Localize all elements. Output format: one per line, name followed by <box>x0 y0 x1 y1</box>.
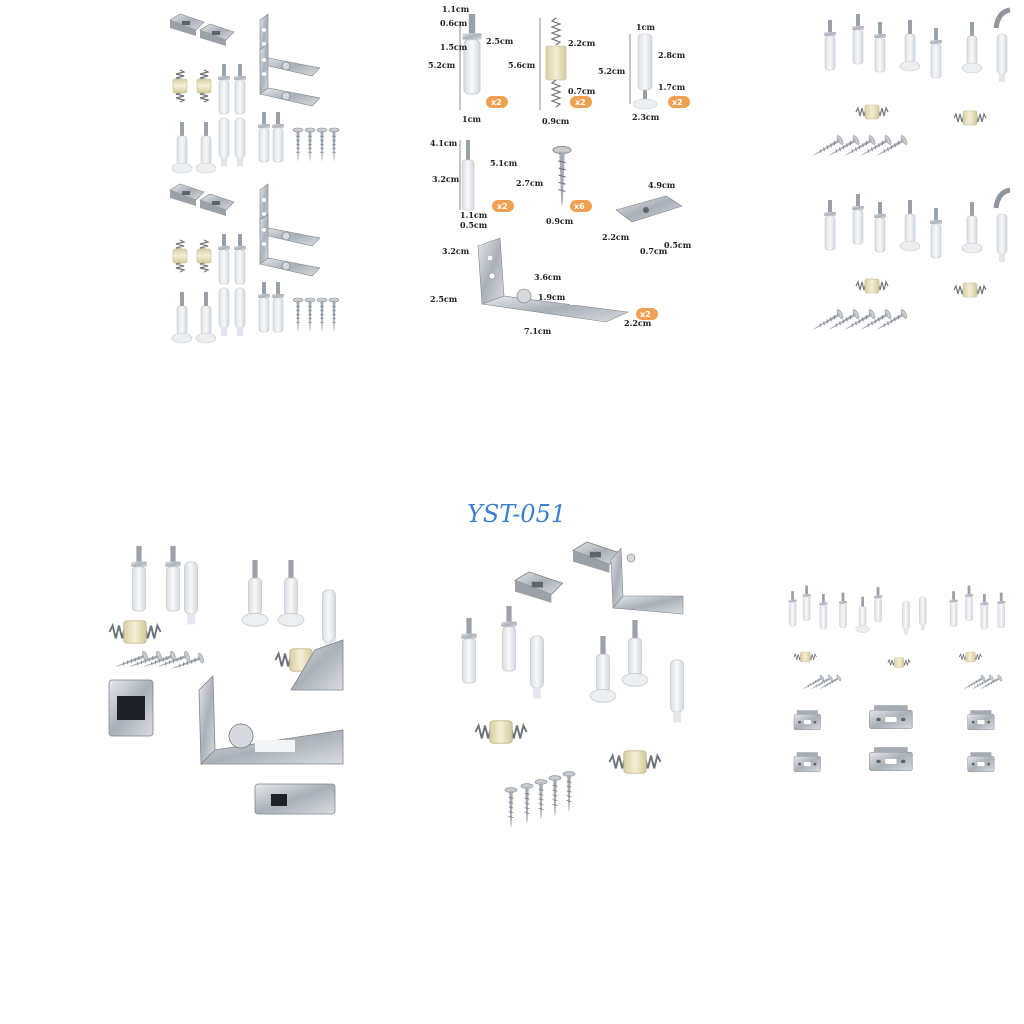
screw <box>292 127 304 163</box>
dim-label: 2.2cm <box>568 38 596 48</box>
dim-part-pivot: 1cm 2.8cm 5.2cm 1.7cm 2.3cm x2 <box>598 22 690 122</box>
dim-label: 0.5cm <box>664 240 692 250</box>
spring-guide <box>172 69 188 103</box>
dim-label: 0.9cm <box>546 216 574 226</box>
l-bracket <box>259 13 321 77</box>
dim-label: 0.5cm <box>460 220 488 230</box>
qty-badge-text: x2 <box>575 98 586 107</box>
pivot-pin <box>233 63 247 115</box>
dim-part-large-bracket: 3.2cm 2.5cm 3.6cm 1.9cm 7.1cm 2.2cm x2 <box>430 237 658 336</box>
dim-label: 3.6cm <box>534 272 562 282</box>
product-image-brand[interactable]: YST-051 <box>455 500 685 840</box>
dim-label: 2.8cm <box>658 50 686 60</box>
dim-label: 1cm <box>462 114 481 124</box>
loose-set-top <box>809 7 1011 161</box>
dim-part-pin-a: 1.1cm 0.6cm 1.5cm 5.2cm 2.5cm 1cm x2 <box>428 4 514 124</box>
dim-label: 5.6cm <box>508 60 536 70</box>
plastic-plug <box>234 117 246 167</box>
product-image-parts-loose[interactable] <box>800 0 1024 340</box>
long-pin <box>257 111 271 163</box>
dim-label: 5.1cm <box>490 158 518 168</box>
qty-badge <box>486 96 508 108</box>
dim-part-long-pin: 4.1cm 5.1cm 3.2cm 1.1cm 0.5cm x2 <box>430 138 518 230</box>
qty-badge <box>636 308 658 320</box>
dim-label: 1.1cm <box>442 4 470 14</box>
qty-badge-text: x2 <box>640 310 651 319</box>
dim-label: 2.5cm <box>486 36 514 46</box>
product-image-closeup[interactable] <box>95 540 344 830</box>
dim-label: 1.5cm <box>440 42 468 52</box>
dim-part-small-bracket: 4.9cm 2.2cm 0.7cm 0.5cm <box>602 180 692 256</box>
dim-label: 2.2cm <box>624 318 652 328</box>
dim-label: 2.2cm <box>602 232 630 242</box>
dim-part-spring: 2.2cm 5.6cm 0.7cm 0.9cm x2 <box>508 17 596 126</box>
door-clip <box>169 13 205 37</box>
qty-badge <box>570 200 592 212</box>
dim-label: 2.5cm <box>430 294 458 304</box>
product-image-full-kit[interactable] <box>780 580 1024 790</box>
pivot-pin <box>217 63 231 115</box>
qty-badge <box>492 200 514 212</box>
parts-set-bottom <box>169 183 340 344</box>
dim-label: 3.2cm <box>432 174 460 184</box>
dim-label: 2.3cm <box>632 112 660 122</box>
screw <box>304 127 316 163</box>
dim-label: 0.7cm <box>640 246 668 256</box>
parts-set-top <box>169 13 340 174</box>
product-image-parts-overview[interactable] <box>160 0 345 344</box>
dim-label: 0.9cm <box>542 116 570 126</box>
dim-label: 4.1cm <box>430 138 458 148</box>
long-pin <box>271 111 285 163</box>
qty-badge-text: x2 <box>672 98 683 107</box>
dim-label: 1cm <box>636 22 655 32</box>
dim-label: 5.2cm <box>598 66 626 76</box>
dim-label: 3.2cm <box>442 246 470 256</box>
qty-badge-text: x6 <box>574 202 585 211</box>
dim-label: 4.9cm <box>648 180 676 190</box>
door-clip <box>199 23 235 47</box>
product-image-dimensions[interactable]: 1.1cm 0.6cm 1.5cm 5.2cm 2.5cm 1cm x2 2.2… <box>420 0 692 340</box>
dim-label: 0.7cm <box>568 86 596 96</box>
loose-set-bottom <box>809 187 1011 335</box>
dim-label: 1.1cm <box>460 210 488 220</box>
spring-guide <box>196 69 212 103</box>
dim-label: 1.9cm <box>538 292 566 302</box>
guide-pin <box>171 121 193 174</box>
screw <box>328 127 340 163</box>
dim-label: 7.1cm <box>524 326 552 336</box>
guide-pin <box>195 121 217 174</box>
brand-code: YST-051 <box>467 500 567 528</box>
qty-badge-text: x2 <box>491 98 502 107</box>
qty-badge-text: x2 <box>497 202 508 211</box>
qty-badge <box>570 96 592 108</box>
dim-label: 2.7cm <box>516 178 544 188</box>
qty-badge <box>668 96 690 108</box>
dim-label: 5.2cm <box>428 60 456 70</box>
dim-label: 1.7cm <box>658 82 686 92</box>
plastic-plug <box>218 117 230 167</box>
screw <box>316 127 328 163</box>
dim-part-screw: 2.7cm 0.9cm x6 <box>516 145 592 226</box>
dim-label: 0.6cm <box>440 18 468 28</box>
